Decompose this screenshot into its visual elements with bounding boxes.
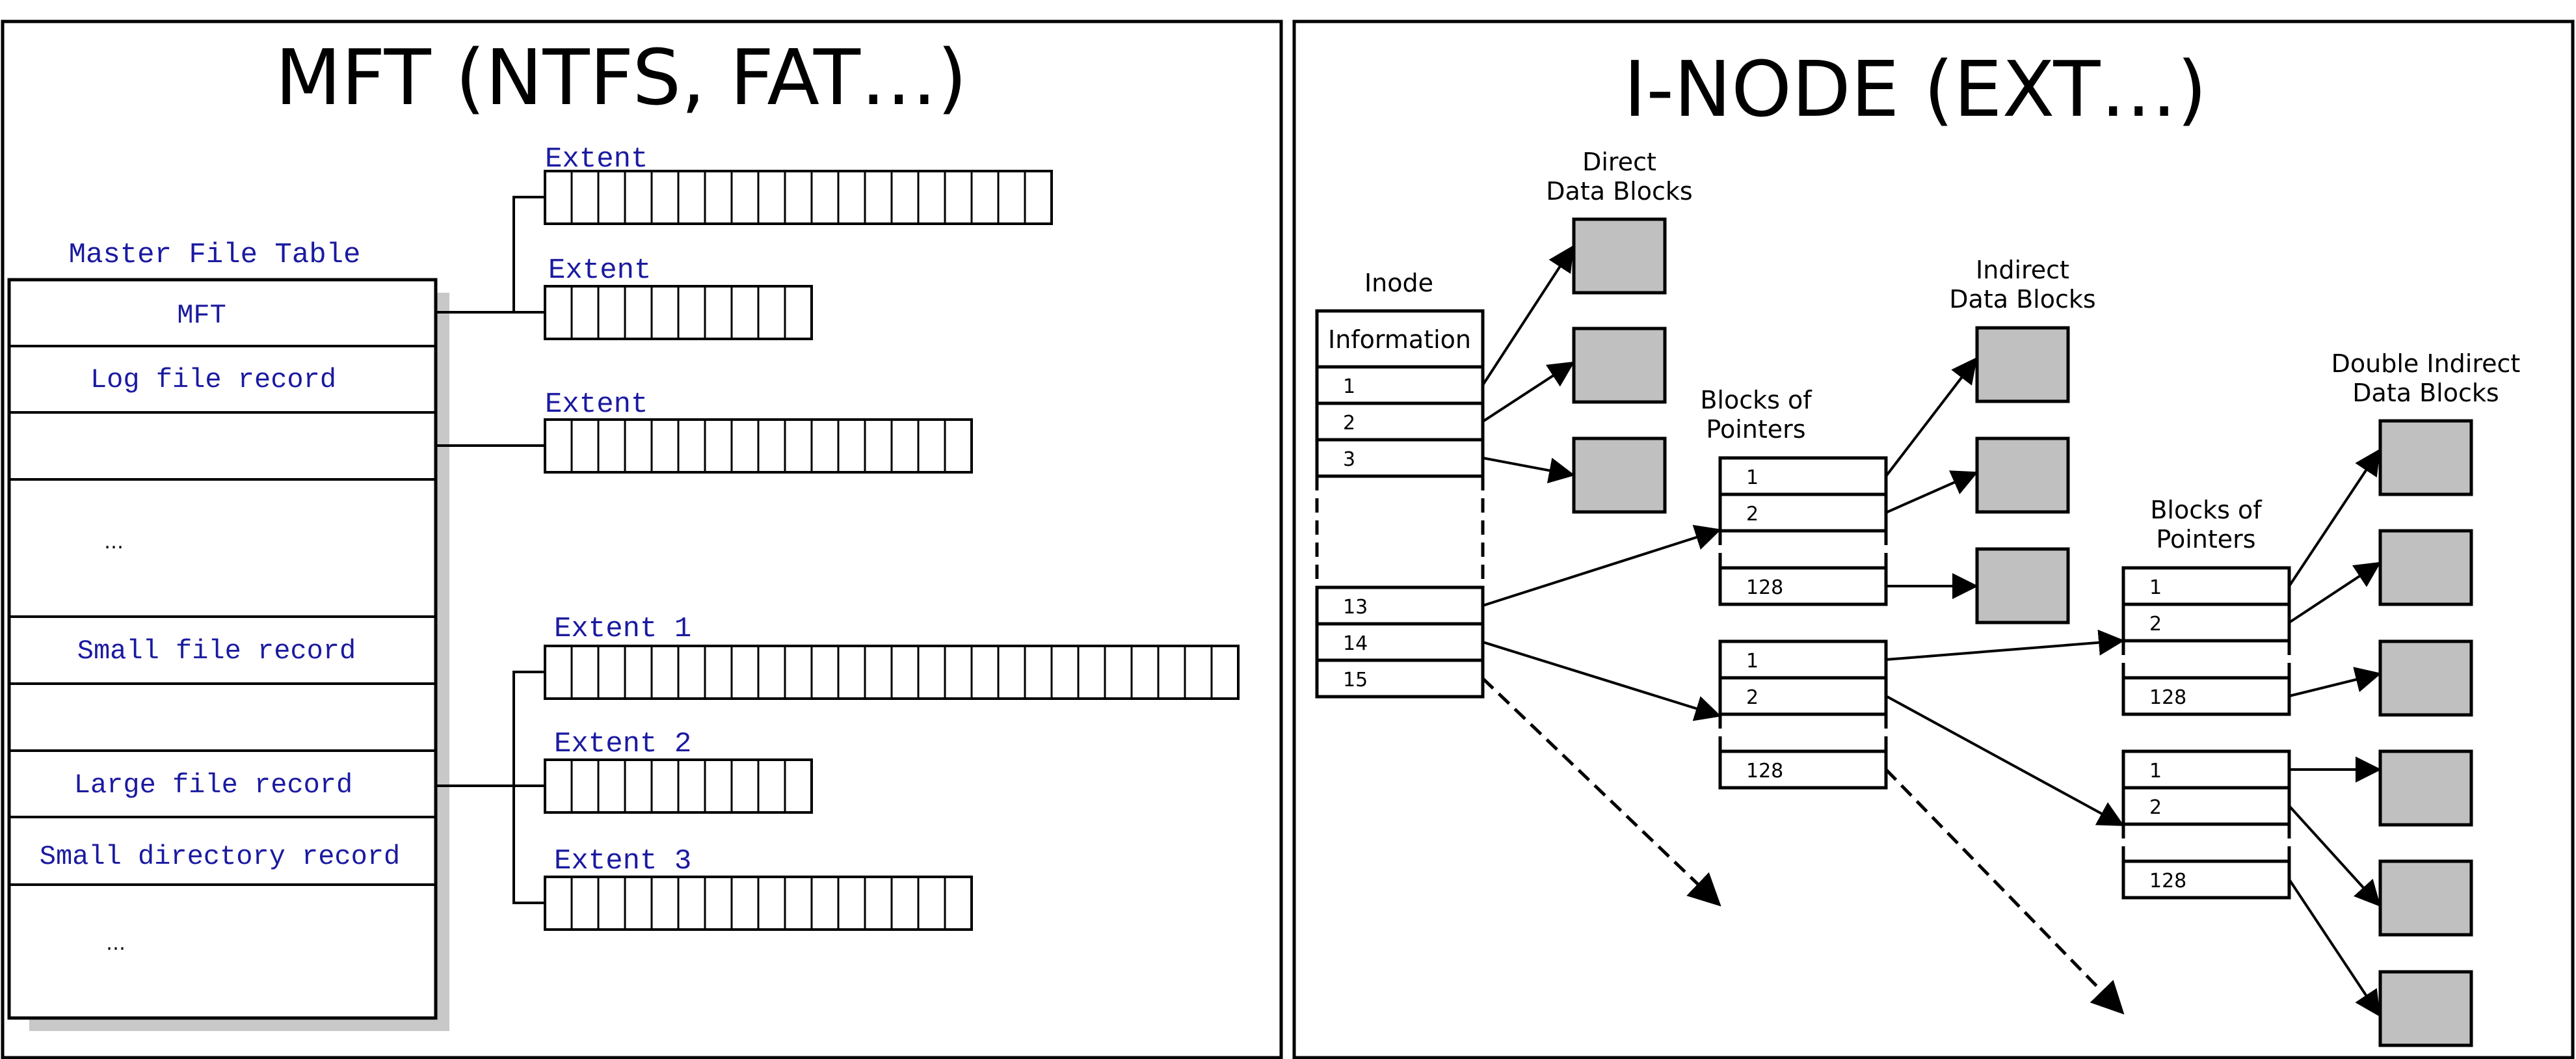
pointer-block-d [2121,749,2291,900]
bop-heading-2: Pointers [1706,415,1805,444]
ptr-c-128: 128 [2149,686,2186,709]
pointer-block-a [1718,456,1888,606]
mft-extent-connectors [436,196,545,904]
extent-2-label: Extent 2 [554,728,691,760]
ellipsis-record-2: … [106,932,126,955]
ptr-a-1: 1 [1746,466,1759,489]
extent-3-bar [544,876,973,931]
extent-2-bar [544,758,813,814]
ptr-b-1: 1 [1746,650,1759,673]
direct-block-1 [1572,217,1667,295]
indirect-block-1 [1975,326,2070,403]
log-file-record: Log file record [90,364,336,395]
inode-slot-2: 2 [1343,412,1355,435]
bop-heading-1: Blocks of [1700,386,1812,414]
indirect-heading-2: Data Blocks [1949,285,2095,314]
extent-bar-a [544,170,1053,225]
ellipsis-record: … [104,531,124,554]
small-directory-record: Small directory record [40,841,401,872]
double-block-5 [2378,859,2473,937]
master-file-table [7,278,438,1020]
ptr-a-2: 2 [1746,503,1759,526]
extent-1-bar [544,645,1240,700]
extent-bar-outline [544,170,1053,225]
extent-1-label: Extent 1 [554,613,691,645]
inode-slot-1: 1 [1343,375,1355,398]
double-heading-2: Data Blocks [2352,379,2499,407]
direct-block-2 [1572,327,1667,404]
pointer-arrows [1481,245,2382,1017]
mft-panel-frame [1,20,1283,1059]
direct-block-3 [1572,436,1667,514]
small-file-record: Small file record [77,636,356,667]
extent-3-label: Extent 3 [554,845,691,878]
master-file-table-title: Master File Table [69,239,361,271]
double-heading-1: Double Indirect [2331,349,2521,378]
ptr-d-2: 2 [2149,796,2162,819]
ptr-d-128: 128 [2149,870,2186,892]
pointer-block-c [2121,566,2291,716]
information-cell: Information [1328,325,1471,354]
inode-structure [1315,309,1485,699]
double-block-6 [2378,970,2473,1047]
indirect-block-3 [1975,547,2070,624]
bop2-heading-1: Blocks of [2150,496,2263,524]
large-file-record: Large file record [74,770,352,801]
double-block-3 [2378,639,2473,717]
mft-panel-title: MFT (NTFS, FAT…) [275,33,967,122]
double-block-2 [2378,529,2473,606]
indirect-block-2 [1975,436,2070,514]
ptr-b-128: 128 [1746,760,1783,783]
ptr-a-128: 128 [1746,576,1783,599]
inode-panel-title: I-NODE (EXT…) [1624,44,2207,134]
extent-bar-b [544,285,813,340]
direct-heading-2: Data Blocks [1546,177,1692,206]
inode-slot-3: 3 [1343,448,1355,471]
ptr-b-2: 2 [1746,686,1759,709]
mft-record: MFT [177,300,226,331]
inode-slot-13: 13 [1343,596,1368,619]
double-block-4 [2378,749,2473,827]
direct-heading-1: Direct [1582,148,1656,176]
bop2-heading-2: Pointers [2156,525,2255,554]
extent-label-c: Extent [545,388,648,421]
inode-slot-15: 15 [1343,669,1368,691]
ptr-d-1: 1 [2149,760,2162,783]
extent-bar-c [544,418,973,474]
indirect-heading-1: Indirect [1976,256,2069,284]
ptr-c-1: 1 [2149,576,2162,599]
inode-slot-14: 14 [1343,632,1368,655]
ptr-c-2: 2 [2149,613,2162,636]
double-block-1 [2378,419,2473,496]
pointer-block-b [1718,639,1888,790]
inode-label: Inode [1364,269,1433,297]
inode-panel-frame [1292,20,2575,1059]
extent-label-b: Extent [548,254,651,287]
